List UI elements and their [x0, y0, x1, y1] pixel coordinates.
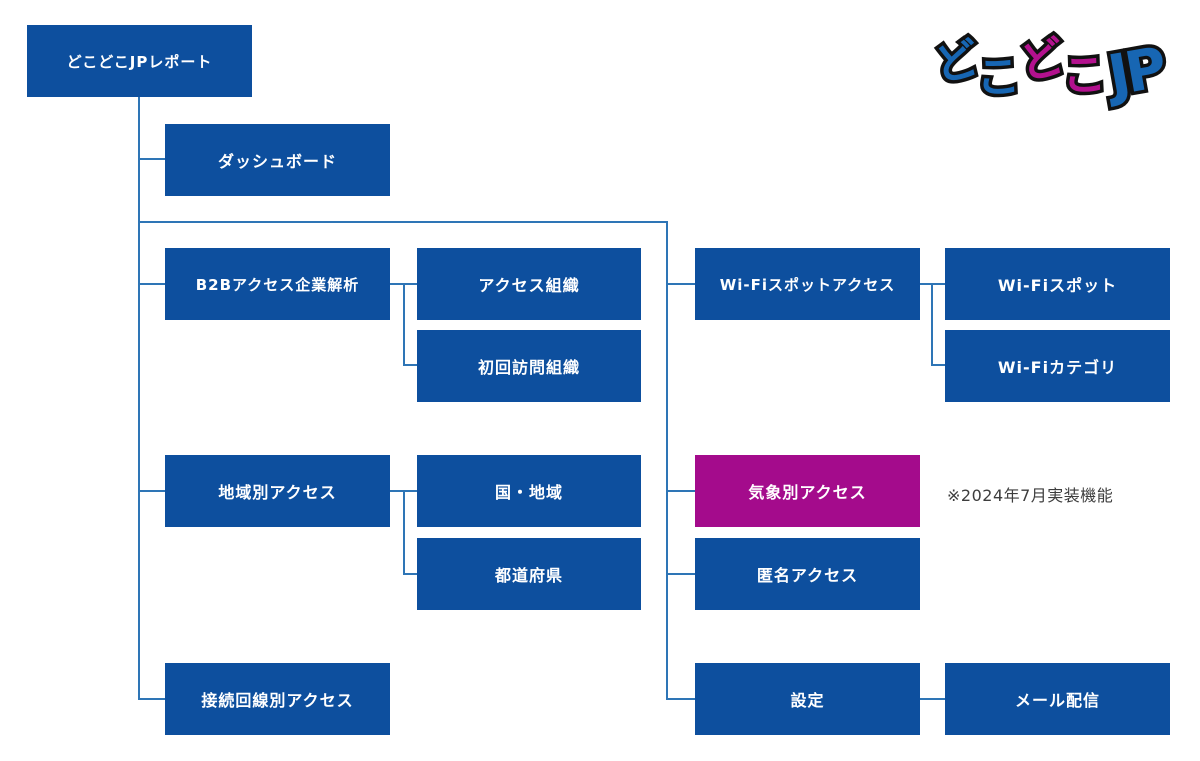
node-report-root: どこどこJPレポート [27, 25, 252, 97]
connector-b2b-child-vertical [403, 283, 405, 366]
connector-b2b-child2 [403, 364, 417, 366]
node-wifi-spot: Wi-Fiスポット [945, 248, 1170, 320]
node-prefecture: 都道府県 [417, 538, 641, 610]
connector-anonymous [666, 573, 695, 575]
connector-b2b [138, 283, 165, 285]
connector-settings [666, 698, 695, 700]
connector-left-trunk [138, 97, 140, 700]
node-weather-access: 気象別アクセス [695, 455, 920, 527]
node-country-region: 国・地域 [417, 455, 641, 527]
connector-top-crossbar [138, 221, 668, 223]
logo-char: こ [972, 48, 1025, 108]
node-wifi-category: Wi-Fiカテゴリ [945, 330, 1170, 402]
connector-connection [138, 698, 165, 700]
node-mail-delivery: メール配信 [945, 663, 1170, 735]
node-anonymous-access: 匿名アクセス [695, 538, 920, 610]
dokodoko-jp-logo: ど こ ど こ JP [926, 20, 1172, 116]
logo-char: JP [1100, 32, 1171, 112]
connector-wifi-child-vertical [931, 283, 933, 366]
connector-right-trunk [666, 221, 668, 700]
implementation-note: ※2024年7月実装機能 [947, 486, 1114, 505]
node-b2b-access-analysis: B2Bアクセス企業解析 [165, 248, 390, 320]
node-settings: 設定 [695, 663, 920, 735]
connector-weather [666, 490, 695, 492]
node-access-organization: アクセス組織 [417, 248, 641, 320]
node-regional-access: 地域別アクセス [165, 455, 390, 527]
connector-wifi [666, 283, 695, 285]
connector-region-child2 [403, 573, 417, 575]
node-dashboard: ダッシュボード [165, 124, 390, 196]
logo-char: こ [1058, 46, 1111, 106]
connector-mail [920, 698, 945, 700]
connector-dashboard [138, 158, 165, 160]
node-wifi-spot-access: Wi-Fiスポットアクセス [695, 248, 920, 320]
node-first-visit-organization: 初回訪問組織 [417, 330, 641, 402]
connector-region-child-vertical [403, 490, 405, 575]
connector-wifi-child2 [931, 364, 945, 366]
connector-region [138, 490, 165, 492]
node-connection-line-access: 接続回線別アクセス [165, 663, 390, 735]
